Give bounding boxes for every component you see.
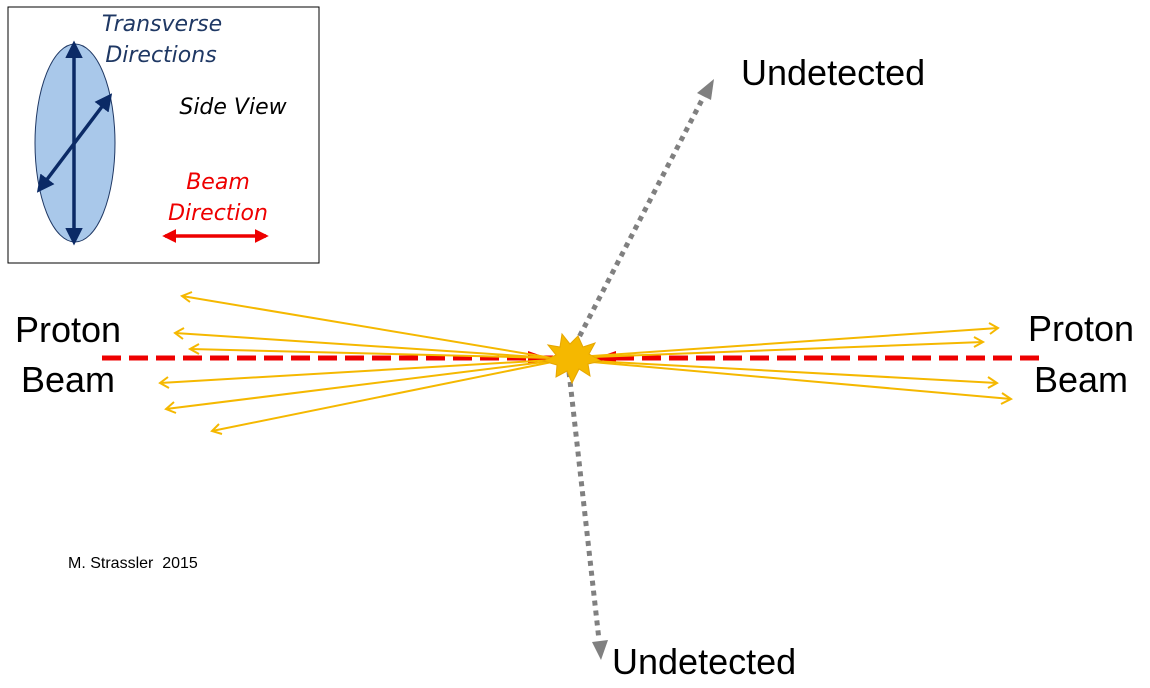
diagonal-transverse-arrow xyxy=(36,93,113,193)
undetected-label-top: Undetected xyxy=(741,52,925,93)
track-right-4 xyxy=(591,361,1013,405)
side-view-label: Side View xyxy=(179,95,287,120)
proton-beam-right-line1: Proton xyxy=(1028,308,1134,349)
undetected-label-bottom: Undetected xyxy=(612,641,796,682)
track-right-2 xyxy=(591,336,986,358)
track-left-6 xyxy=(210,361,553,435)
transverse-label-line2: Directions xyxy=(105,43,216,68)
proton-beam-left-line2: Beam xyxy=(21,359,115,400)
beam-direction-label-line1: Beam xyxy=(186,170,250,195)
credit-text: M. Strassler 2015 xyxy=(68,555,198,572)
beam-direction-label-line2: Direction xyxy=(168,201,268,226)
proton-beam-right-line2: Beam xyxy=(1034,359,1128,400)
track-right-3 xyxy=(591,360,999,389)
side-view-inset: Transverse Directions Side View Beam Dir… xyxy=(7,6,320,264)
track-left-2 xyxy=(173,327,553,359)
proton-beam-left-line1: Proton xyxy=(15,309,121,350)
undetected-tracks xyxy=(566,79,714,660)
undetected-arrowhead-bottom xyxy=(592,640,608,660)
undetected-track-top xyxy=(572,94,707,347)
track-left-4 xyxy=(158,359,553,389)
track-left-1 xyxy=(179,291,553,359)
undetected-track-bottom xyxy=(566,371,602,641)
track-left-3 xyxy=(187,343,553,359)
track-left-5 xyxy=(164,360,553,414)
particle-tracks xyxy=(158,291,1013,435)
transverse-label-line1: Transverse xyxy=(102,12,222,37)
undetected-arrowhead-top xyxy=(697,79,714,100)
track-right-1 xyxy=(591,322,1000,357)
collision-burst-icon xyxy=(541,332,603,385)
